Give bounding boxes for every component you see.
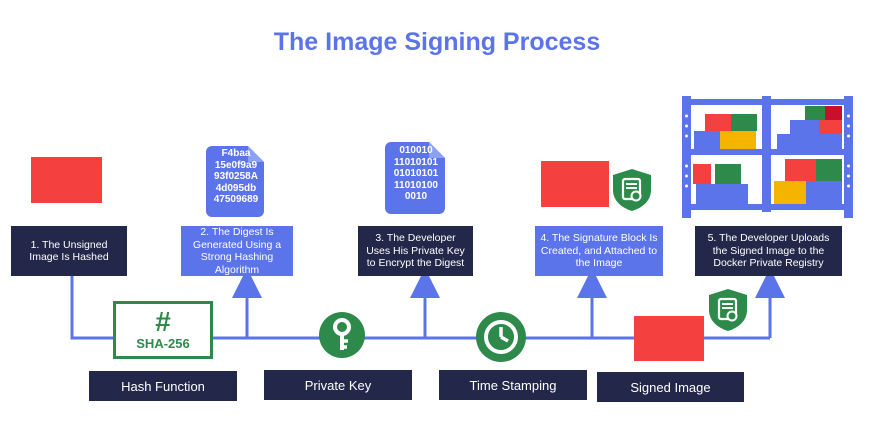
time-stamping-label: Time Stamping (439, 370, 587, 400)
hash-icon: # (155, 306, 171, 337)
encrypted-line: 11010100 (394, 179, 438, 191)
key-icon (319, 312, 365, 358)
signed-image-red-block (634, 316, 704, 361)
sha256-box: # SHA-256 (113, 301, 213, 359)
step-3-box: 3. The Developer Uses His Private Key to… (358, 226, 473, 276)
encrypted-line: 01010101 (393, 168, 439, 179)
sha256-label: SHA-256 (136, 336, 190, 351)
digest-line: 47509689 (213, 194, 259, 205)
encrypted-line: 0010 (404, 191, 428, 202)
hash-function-label: Hash Function (89, 371, 237, 401)
certificate-shield-icon (613, 169, 651, 211)
certificate-shield-icon (709, 289, 747, 331)
encrypted-line: 010010 (399, 145, 433, 156)
encrypted-text: 010010 11010101 01010101 11010100 0010 (385, 145, 447, 203)
signed-image-block (541, 161, 609, 207)
encrypted-document-icon (385, 142, 445, 214)
step-4-box: 4. The Signature Block Is Created, and A… (535, 226, 663, 276)
private-key-label: Private Key (264, 370, 412, 400)
digest-text: F4baa 15e0f9a9 93f0258A 4d095db 47509689 (206, 148, 266, 206)
clock-icon (476, 312, 526, 362)
step-5-box: 5. The Developer Uploads the Signed Imag… (695, 226, 842, 276)
digest-line: 93f0258A (214, 171, 258, 182)
digest-document-icon (206, 146, 264, 217)
encrypted-line: 11010101 (394, 156, 438, 168)
digest-line: 4d095db (215, 182, 257, 194)
unsigned-image (31, 157, 102, 203)
page-title: The Image Signing Process (273, 28, 601, 56)
registry-shelf-icon (682, 96, 853, 218)
digest-line: 15e0f9a9 (214, 159, 258, 171)
step-2-box: 2. The Digest Is Generated Using a Stron… (181, 226, 293, 276)
digest-line: F4baa (221, 148, 251, 159)
signed-image-label: Signed Image (597, 372, 744, 402)
step-1-box: 1. The Unsigned Image Is Hashed (11, 226, 127, 276)
